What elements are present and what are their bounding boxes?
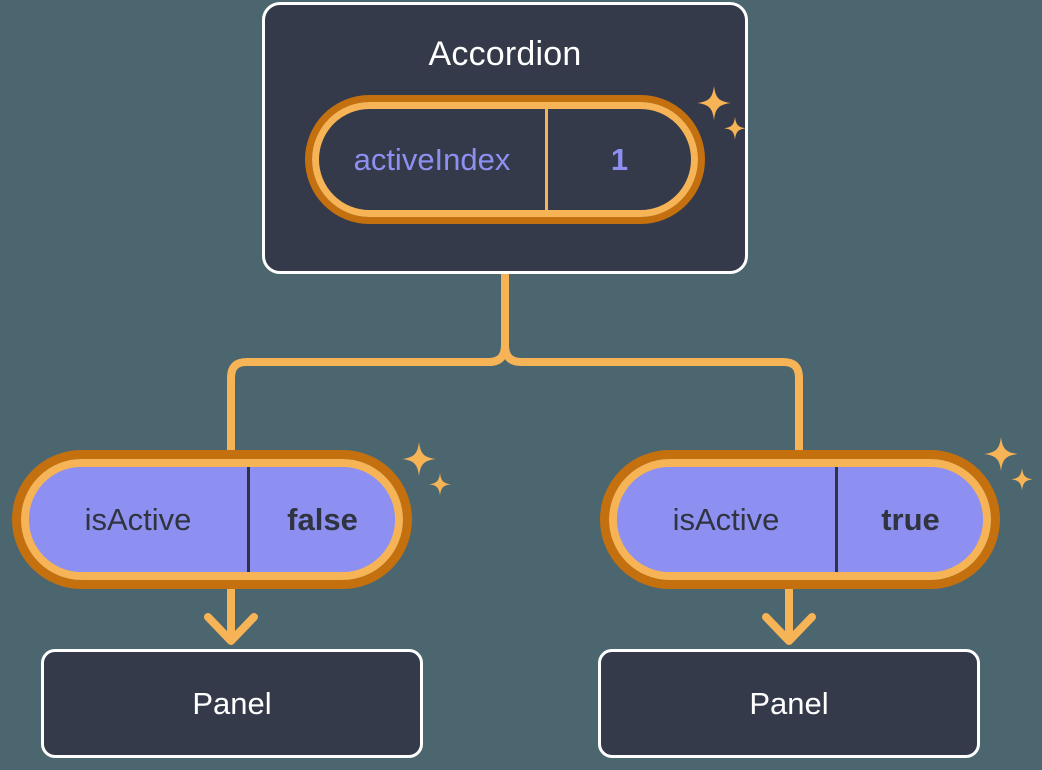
- accordion-title: Accordion: [428, 35, 582, 73]
- activeindex-pill[interactable]: activeIndex 1: [312, 102, 698, 217]
- isactive-false-prop-value: false: [250, 467, 395, 572]
- connector-trunk: [227, 270, 509, 456]
- activeindex-pill-outer-ring: [305, 95, 705, 224]
- connector-branch-right: [501, 341, 803, 456]
- panel-card-left[interactable]: Panel: [41, 649, 423, 758]
- arrow-right-head: [762, 613, 816, 645]
- isactive-false-pill-outer-ring: [12, 450, 412, 589]
- activeindex-prop-value: 1: [610, 141, 629, 177]
- isactive-true-prop-value: true: [838, 467, 983, 572]
- isactive-true-prop-key: isActive: [617, 467, 838, 572]
- isactive-false-pill[interactable]: isActive false: [21, 459, 403, 580]
- panel-label: Panel: [192, 685, 272, 721]
- arrow-left-head: [204, 613, 258, 645]
- isactive-true-pill[interactable]: isActive true: [609, 459, 991, 580]
- isactive-true-pill-outer-ring: [600, 450, 1000, 589]
- isactive-false-prop-key: isActive: [29, 467, 250, 572]
- activeindex-prop-key: activeIndex: [319, 109, 548, 210]
- panel-label: Panel: [749, 685, 829, 721]
- panel-card-right[interactable]: Panel: [598, 649, 980, 758]
